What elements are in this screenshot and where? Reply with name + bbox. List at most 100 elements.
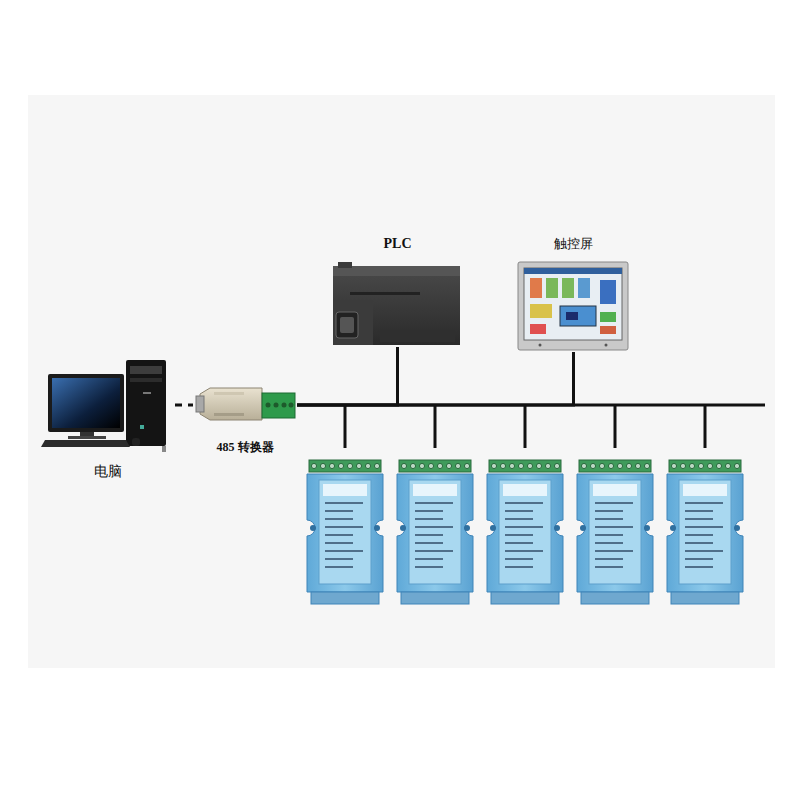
computer-illustration-part [52, 378, 120, 428]
io-module-part [491, 463, 496, 468]
io-module-part [644, 525, 650, 531]
io-module-part [415, 542, 443, 544]
io-module-part [490, 525, 496, 531]
io-module-part [685, 502, 723, 504]
io-module-part [685, 510, 713, 512]
io-module-part [505, 526, 543, 528]
io-module-part [698, 463, 703, 468]
io-module-part [415, 502, 453, 504]
io-module-part [579, 460, 651, 472]
converter-illustration-part [282, 403, 287, 408]
io-module-part [580, 525, 586, 531]
computer-illustration-part [130, 378, 162, 382]
touchscreen-illustration-part [600, 312, 616, 322]
plc-illustration-part [333, 266, 460, 345]
io-module-part [400, 525, 406, 531]
io-module-part [505, 510, 533, 512]
io-module-part [599, 463, 604, 468]
io-module-part [683, 484, 727, 496]
io-module-part [669, 460, 741, 472]
touchscreen-illustration-part [546, 278, 558, 298]
io-module-part [311, 463, 316, 468]
io-module-part [401, 592, 469, 604]
io-module-part [505, 518, 533, 520]
computer-illustration-part [126, 360, 166, 446]
io-module-part [310, 525, 316, 531]
io-module-part [356, 463, 361, 468]
io-module-part [685, 534, 713, 536]
io-module-part [734, 525, 740, 531]
device-label: 485 转换器 [217, 440, 274, 454]
io-module-part [608, 463, 613, 468]
touchscreen-illustration-part [600, 326, 616, 334]
plc-illustration-part [340, 317, 354, 333]
io-module-part [338, 463, 343, 468]
io-module-part [626, 463, 631, 468]
touchscreen-illustration-part [530, 304, 552, 318]
io-module-part [685, 542, 713, 544]
io-module-part [455, 463, 460, 468]
touchscreen-illustration-part [524, 268, 622, 274]
io-module-part [415, 566, 443, 568]
io-module-part [595, 510, 623, 512]
io-module-part [593, 484, 637, 496]
computer-illustration-part [48, 374, 124, 432]
io-module-part [581, 463, 586, 468]
io-module-part [505, 534, 533, 536]
rs485-bus [297, 405, 765, 406]
plc-illustration-part [333, 266, 460, 276]
io-module-part [590, 463, 595, 468]
io-module-part [685, 550, 723, 552]
io-module-part [413, 484, 457, 496]
io-module-part [670, 525, 676, 531]
io-module-part [320, 463, 325, 468]
io-module-part [499, 480, 551, 584]
touchscreen-illustration-part [578, 278, 590, 298]
io-module-part [419, 463, 424, 468]
io-module-part [325, 510, 353, 512]
io-module-part [500, 463, 505, 468]
io-module-part [325, 534, 353, 536]
computer-illustration-part [68, 436, 106, 439]
converter-illustration-part [200, 388, 262, 420]
io-module [307, 405, 743, 604]
touchscreen-illustration-part [530, 324, 546, 334]
plc-illustration-part [333, 300, 373, 345]
io-module-part [595, 526, 633, 528]
converter-illustration-part [262, 393, 295, 418]
io-module-part [489, 460, 561, 472]
io-module-part [409, 480, 461, 584]
io-module-part [518, 463, 523, 468]
bus-drop [704, 405, 707, 448]
io-module-part [667, 474, 743, 592]
io-module-part [415, 558, 443, 560]
io-module-part [307, 474, 383, 592]
io-module-part [734, 463, 739, 468]
computer-illustration [41, 360, 166, 452]
io-module-part [374, 463, 379, 468]
io-module-part [725, 463, 730, 468]
io-module-part [505, 558, 533, 560]
computer-illustration-part [140, 425, 144, 429]
io-module-part [365, 463, 370, 468]
io-module-part [323, 484, 367, 496]
io-module-part [671, 592, 739, 604]
io-module-part [589, 480, 641, 584]
io-module-part [635, 463, 640, 468]
converter-illustration-part [196, 396, 204, 412]
io-module-part [415, 510, 443, 512]
device-node: PLC [330, 236, 465, 347]
io-module-part [410, 463, 415, 468]
plc-illustration-part [338, 262, 352, 268]
io-module-part [689, 463, 694, 468]
io-module-part [680, 463, 685, 468]
touchscreen-illustration-part [530, 278, 542, 298]
io-module-part [644, 463, 649, 468]
bus-connector [297, 347, 398, 405]
io-module-part [319, 480, 371, 584]
converter-illustration-part [214, 392, 244, 395]
io-module-part [685, 526, 723, 528]
io-module-part [505, 542, 533, 544]
bus-connector [297, 352, 574, 405]
io-module [307, 405, 383, 604]
